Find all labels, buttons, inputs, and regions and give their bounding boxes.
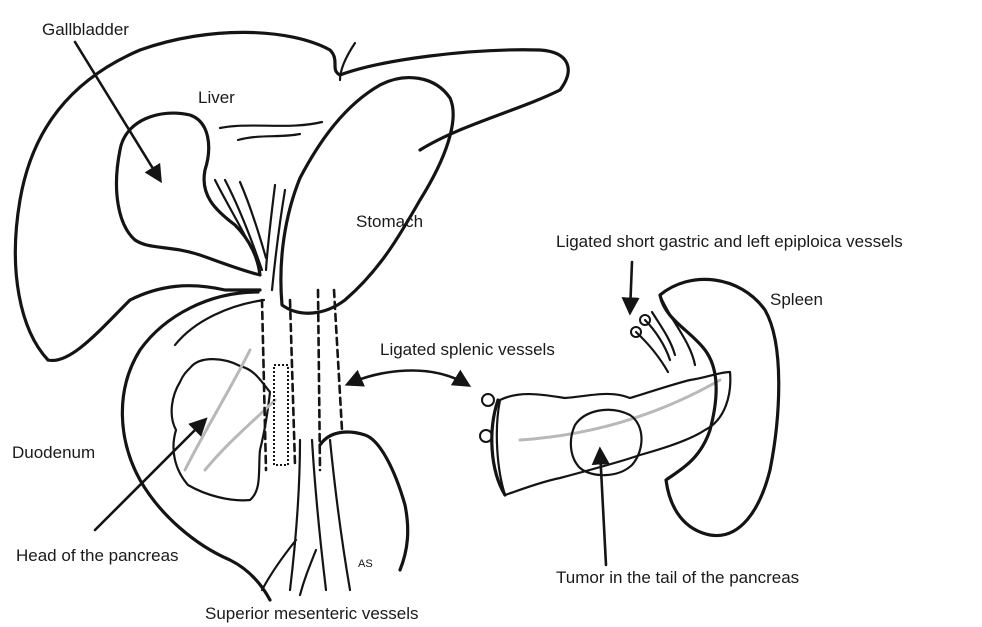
pancreas-tail bbox=[497, 372, 730, 495]
label-sm-vessels: Superior mesenteric vessels bbox=[205, 604, 419, 624]
label-tumor: Tumor in the tail of the pancreas bbox=[556, 568, 799, 588]
signature: AS bbox=[358, 558, 373, 570]
arrow-head-pancreas bbox=[95, 420, 205, 530]
duodenum-inner bbox=[175, 300, 264, 345]
short-gastric-stumps bbox=[636, 312, 675, 372]
label-gallbladder: Gallbladder bbox=[42, 20, 129, 40]
label-duodenum: Duodenum bbox=[12, 443, 95, 463]
label-splenic-vessels: Ligated splenic vessels bbox=[380, 340, 555, 360]
section-line-far bbox=[334, 290, 342, 430]
sm-loop bbox=[320, 432, 408, 570]
tail-vessel bbox=[520, 380, 720, 440]
stomach-outline bbox=[281, 78, 453, 314]
label-spleen: Spleen bbox=[770, 290, 823, 310]
arrow-splenic-vessels bbox=[348, 371, 468, 385]
ligated-splenic-stump-bottom bbox=[480, 430, 492, 442]
spleen-hilum bbox=[660, 295, 695, 365]
pancreas-head bbox=[172, 359, 270, 500]
liver-fissure bbox=[220, 122, 322, 128]
pancreas-head-vessel bbox=[185, 350, 250, 470]
liver-lobe-line bbox=[238, 134, 300, 140]
label-stomach: Stomach bbox=[356, 212, 423, 232]
label-short-gastric: Ligated short gastric and left epiploica… bbox=[556, 232, 903, 252]
ligated-splenic-stump-top bbox=[482, 394, 494, 406]
label-head-pancreas: Head of the pancreas bbox=[16, 546, 179, 566]
label-liver: Liver bbox=[198, 88, 235, 108]
staple-line bbox=[274, 365, 288, 465]
gallbladder-outline bbox=[116, 113, 260, 275]
sm-vessels bbox=[262, 440, 350, 595]
arrow-short-gastric bbox=[630, 262, 632, 312]
section-line-mid bbox=[290, 300, 295, 465]
spleen-outline bbox=[660, 279, 779, 535]
